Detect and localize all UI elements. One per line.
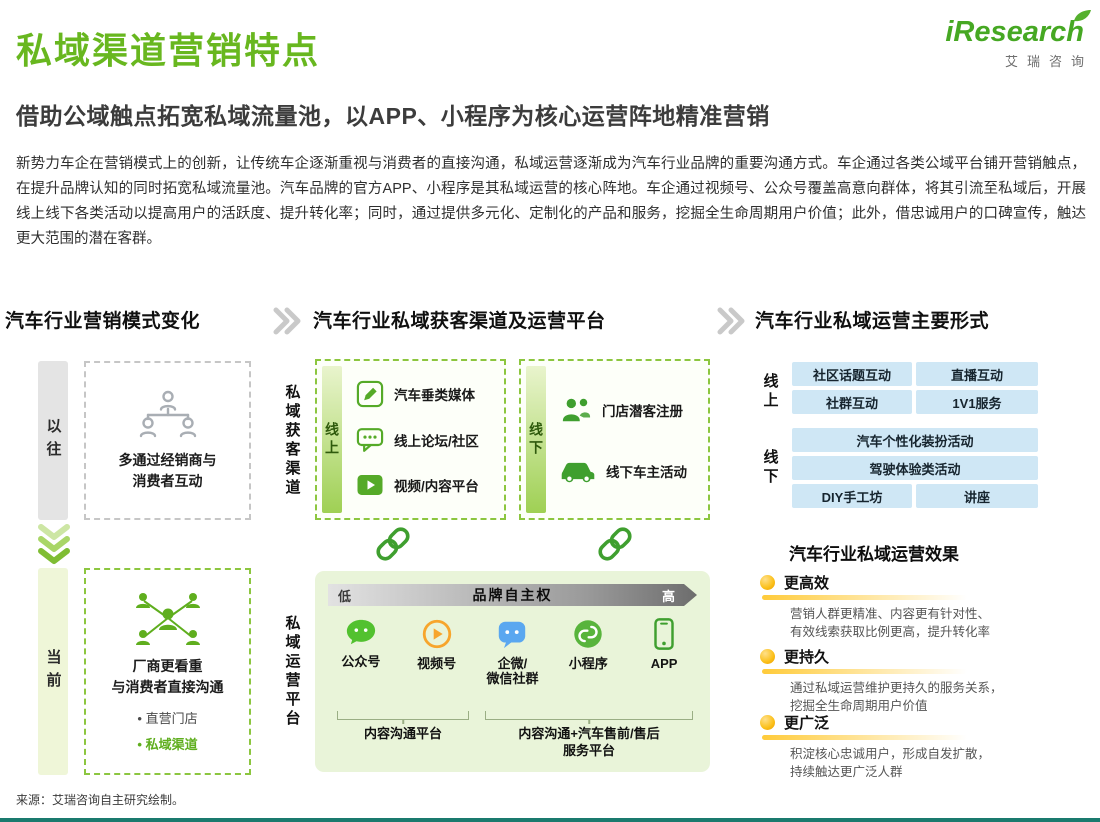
- wechat-icon: [346, 619, 376, 645]
- platform-side-label: 私域运营平台: [283, 614, 301, 729]
- logo-brand-text: iResearch: [945, 16, 1084, 48]
- effect-item: 更高效 营销人群更精准、内容更有针对性、 有效线索获取比例更高，提升转化率: [760, 572, 1060, 641]
- stage-past-label: 以往: [44, 417, 62, 464]
- footer-accent-bar: [0, 818, 1100, 822]
- current-mode-box: 厂商更看重 与消费者直接沟通 • 直营门店 • 私域渠道: [84, 568, 251, 775]
- platform-box: 低 品牌自主权 高 公众号 视频号: [315, 571, 710, 772]
- section-title-evolution: 汽车行业营销模式变化: [5, 311, 201, 332]
- media-edit-icon: [356, 380, 384, 407]
- yellow-strip: [762, 669, 967, 674]
- car-icon: [561, 462, 595, 482]
- group-label-content: 内容沟通平台: [363, 726, 442, 741]
- stage-past-bar: 以往: [38, 361, 68, 520]
- channel-row: 线下车主活动: [551, 458, 706, 484]
- mini-program-icon: [574, 620, 602, 648]
- axis-high-label: 高: [661, 588, 675, 604]
- channels-video-icon: [422, 619, 451, 649]
- operation-offline-label: 线下: [761, 449, 779, 487]
- down-chevrons-icon: [38, 524, 70, 564]
- video-platform-icon: [357, 475, 383, 496]
- operation-pill: 1V1服务: [916, 390, 1038, 414]
- axis-title: 品牌自主权: [472, 587, 553, 603]
- operation-online-label: 线上: [761, 373, 779, 411]
- intro-paragraph: 新势力车企在营销模式上的创新，让传统车企逐渐重视与消费者的直接沟通，私域运营逐渐…: [16, 156, 1086, 247]
- brand-autonomy-axis: 低 品牌自主权 高: [328, 584, 697, 606]
- operation-pill: 社群互动: [792, 390, 912, 414]
- platform-item: APP: [628, 617, 700, 671]
- effect-desc: 营销人群更精准、内容更有针对性、 有效线索获取比例更高，提升转化率: [790, 607, 991, 639]
- chain-link-icon: [598, 527, 632, 561]
- wecom-chat-icon: [499, 621, 526, 649]
- acquisition-side-label: 私域获客渠道: [283, 383, 301, 498]
- channel-row: 线上论坛/社区: [347, 425, 502, 455]
- past-mode-box: 多通过经销商与 消费者互动: [84, 361, 251, 520]
- effects-title: 汽车行业私域运营效果: [789, 545, 959, 564]
- group-bracket: [485, 711, 693, 720]
- group-label-service: 内容沟通+汽车售前/售后 服务平台: [518, 726, 660, 758]
- platform-item: 视频号: [401, 617, 473, 671]
- leaf-icon: [1074, 10, 1091, 22]
- platform-item: 企微/ 微信社群: [476, 617, 548, 686]
- effect-name: 更持久: [784, 649, 830, 666]
- section-title-operation: 汽车行业私域运营主要形式: [755, 311, 990, 332]
- chevron-separator-icon: [717, 307, 745, 335]
- current-bullet-direct-store: • 直营门店: [137, 711, 198, 726]
- page-title: 私域渠道营销特点: [16, 30, 321, 71]
- effect-name: 更高效: [784, 575, 830, 592]
- operation-pill: 社区话题互动: [792, 362, 912, 386]
- page-subtitle: 借助公域触点拓宽私域流量池，以APP、小程序为核心运营阵地精准营销: [16, 103, 770, 129]
- app-phone-icon: [654, 618, 674, 650]
- offline-label-bar: 线下: [526, 366, 546, 513]
- channel-row: 汽车垂类媒体: [347, 379, 502, 409]
- network-people-icon: [135, 593, 200, 645]
- operation-pill: DIY手工坊: [792, 484, 912, 508]
- source-note: 来源：艾瑞咨询自主研究绘制。: [16, 793, 185, 807]
- stage-current-label: 当前: [44, 648, 62, 695]
- yellow-strip: [762, 595, 967, 600]
- chevron-separator-icon: [273, 307, 301, 335]
- operation-pill: 驾驶体验类活动: [792, 456, 1038, 480]
- effect-desc: 积淀核心忠诚用户，形成自发扩散， 持续触达更广泛人群: [790, 747, 991, 779]
- logo-brand-chinese: 艾瑞咨询: [1004, 54, 1093, 69]
- current-bullet-private-channel: • 私域渠道: [137, 737, 198, 752]
- yellow-dot-icon: [760, 575, 775, 590]
- past-mode-text: 多通过经销商与 消费者互动: [118, 451, 217, 489]
- org-chart-icon: [139, 390, 196, 437]
- effect-item: 更广泛 积淀核心忠诚用户，形成自发扩散， 持续触达更广泛人群: [760, 712, 1060, 781]
- gradient-arrow: [328, 584, 697, 606]
- yellow-dot-icon: [760, 715, 775, 730]
- online-channels-box: 线上 汽车垂类媒体 线上论坛/社区: [315, 359, 506, 520]
- current-mode-text: 厂商更看重 与消费者直接沟通: [111, 658, 224, 695]
- customers-icon: [562, 399, 591, 422]
- stage-current-bar: 当前: [38, 568, 68, 775]
- effect-desc: 通过私域运营维护更持久的服务关系， 挖掘全生命周期用户价值: [790, 681, 1003, 713]
- offline-channels-box: 线下 门店潜客注册 线下车主活动: [519, 359, 710, 520]
- yellow-strip: [762, 735, 967, 740]
- platform-item: 公众号: [325, 617, 397, 669]
- operation-pill: 汽车个性化装扮活动: [792, 428, 1038, 452]
- effect-name: 更广泛: [784, 715, 830, 732]
- iresearch-logo: iResearch 艾瑞咨询: [945, 10, 1091, 70]
- channel-row: 视频/内容平台: [347, 470, 502, 500]
- channel-row: 门店潜客注册: [551, 395, 706, 425]
- group-bracket: [337, 711, 469, 720]
- forum-chat-icon: [356, 427, 384, 452]
- section-title-acquisition: 汽车行业私域获客渠道及运营平台: [313, 311, 606, 332]
- effect-item: 更持久 通过私域运营维护更持久的服务关系， 挖掘全生命周期用户价值: [760, 646, 1060, 715]
- online-label-bar: 线上: [322, 366, 342, 513]
- operation-pill: 直播互动: [916, 362, 1038, 386]
- operation-pill: 讲座: [916, 484, 1038, 508]
- platform-item: 小程序: [552, 617, 624, 671]
- axis-low-label: 低: [338, 588, 352, 604]
- chain-link-icon: [376, 527, 410, 561]
- yellow-dot-icon: [760, 649, 775, 664]
